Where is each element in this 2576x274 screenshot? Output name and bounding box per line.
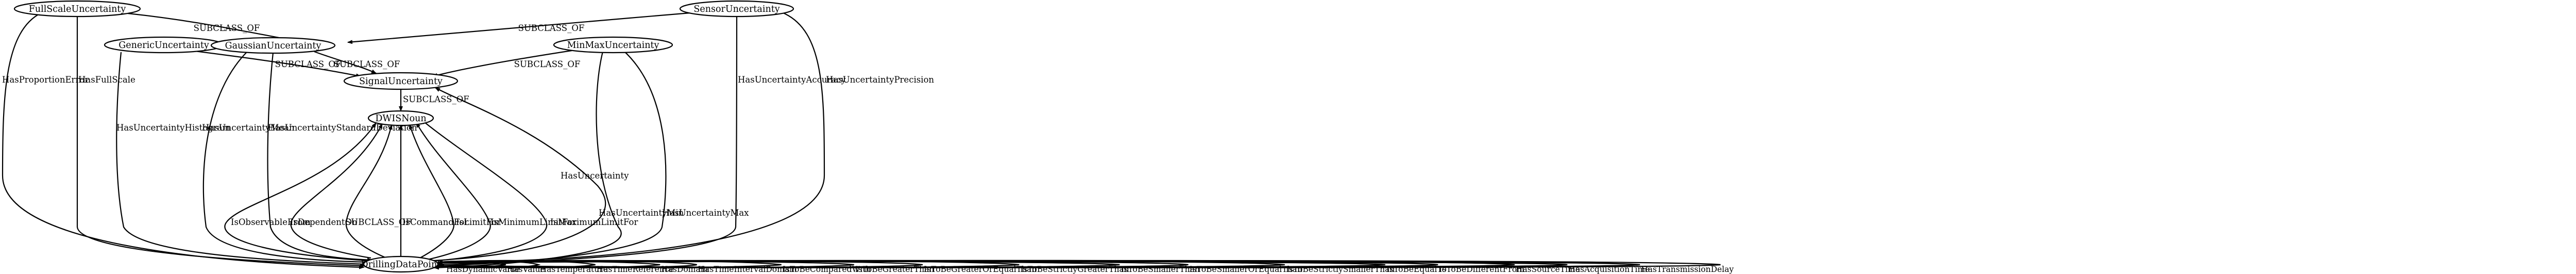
edge-label-gau-sig: SUBCLASS_OF: [334, 59, 400, 69]
edge-label-sen-acc: HasUncertaintyAccuracy: [738, 75, 846, 85]
self-loop-label: HasTemperature: [540, 265, 608, 274]
edge-label-fsu-full: HasFullScale: [78, 75, 135, 85]
edge-label-gen-ddp: HasUncertaintyHistogram: [116, 123, 230, 133]
edge-label-ddp-dep: IsDependentOn: [290, 217, 358, 227]
self-loop-label: IsToBeEqualTo: [1386, 265, 1447, 274]
edge-label-ddp-minl: IsMinimumLimitFor: [490, 217, 577, 227]
self-loop-label: IsToBeSmallerOrEqualThan: [1190, 265, 1302, 274]
edge-label-mm-max: HasUncertaintyMax: [662, 208, 749, 218]
self-loop-label: HasAcquisitionTime: [1568, 265, 1650, 274]
edge-label-fsu-gau: SUBCLASS_OF: [194, 23, 260, 33]
edge-label-sen-prec: HasUncertaintyPrecision: [826, 75, 934, 85]
node-gaussian-uncertainty[interactable]: GaussianUncertainty: [210, 37, 336, 54]
edge-label-mm-min: HasUncertaintyMin: [599, 208, 684, 218]
edge-label-ddp-maxl: IsMaximumLimitFor: [550, 217, 638, 227]
edge-ddp-limit-for: [409, 124, 454, 259]
self-loop-label: IsToBeGreaterOrEqualThan: [924, 265, 1037, 274]
edge-minmax-min: [434, 51, 622, 270]
edge-label-fsu-prop: HasProportionError: [2, 75, 89, 85]
self-loop-edge: [437, 260, 1721, 268]
node-label: MinMaxUncertainty: [567, 40, 659, 51]
node-label: SensorUncertainty: [693, 4, 779, 14]
node-label: FullScaleUncertainty: [29, 4, 126, 14]
self-loop-label: HasTimeReference: [597, 265, 674, 274]
self-loop-label: IsToBeStrictlySmallerThan: [1286, 265, 1395, 274]
self-loop-label: IsToBeComparedWith: [783, 265, 871, 274]
self-loop-label: IsToBeSmallerThan: [1121, 265, 1200, 274]
node-sensor-uncertainty[interactable]: SensorUncertainty: [679, 0, 794, 18]
edge-sensor-to-gaussian: [347, 11, 697, 44]
edge-ddp-observable-from: [224, 122, 377, 262]
edge-gaussian-stddev: [267, 52, 372, 262]
edge-ddp-dependent-on: [290, 123, 383, 259]
edge-minmax-to-signal: [432, 50, 572, 77]
edge-label-ddp-cmd: IsCommandFor: [402, 217, 468, 227]
edge-generic-histogram: [116, 52, 367, 266]
edge-label-ddp-lim: IsLimitFor: [456, 217, 501, 227]
node-label: GaussianUncertainty: [225, 41, 321, 51]
edge-ddp-maximum-limit-for: [421, 119, 548, 262]
node-label: GenericUncertainty: [118, 40, 209, 51]
node-label: SignalUncertainty: [359, 76, 443, 87]
edge-fullscale-full-scale: [76, 15, 365, 268]
self-loop-label: IsToBeDifferentFrom: [1439, 265, 1524, 274]
self-loop-arrowhead: [438, 264, 444, 268]
self-loop-label: HasDynamicValue: [446, 265, 520, 274]
node-label: DrillingDataPoint: [361, 260, 441, 270]
nodes: FullScaleUncertainty SensorUncertainty G…: [13, 0, 794, 273]
edge-gaussian-to-signal: [314, 51, 377, 74]
edge-label-sen-gau: SUBCLASS_OF: [518, 23, 585, 33]
self-loop-label: IsToBeGreaterThan: [855, 265, 935, 274]
self-loop-label: HasDomain: [661, 265, 708, 274]
node-signal-uncertainty[interactable]: SignalUncertainty: [343, 72, 459, 90]
self-loop-lines: [437, 260, 1721, 268]
node-generic-uncertainty[interactable]: GenericUncertainty: [104, 36, 224, 54]
edge-label-gau-mean: HasUncertaintyMean: [202, 123, 295, 133]
edge-label-mm-sig: SUBCLASS_OF: [514, 59, 581, 69]
edge-minmax-max: [435, 50, 667, 268]
self-loop-label: HasTimeIntervalDomain: [698, 265, 797, 274]
node-min-max-uncertainty[interactable]: MinMaxUncertainty: [553, 36, 673, 54]
edge-ddp-subclass-of-dwis: [345, 124, 393, 259]
edge-ddp-has-uncertainty: [433, 87, 606, 262]
edge-sensor-precision: [437, 12, 825, 264]
edge-generic-to-signal: [190, 50, 361, 78]
edge-ddp-minimum-limit-for: [416, 122, 491, 261]
node-drilling-data-point[interactable]: DrillingDataPoint: [361, 255, 441, 273]
node-dwis-noun[interactable]: DWISNoun: [367, 110, 434, 126]
edge-label-ddp-sub: SUBCLASS_OF: [345, 217, 412, 227]
edge-label-gen-sig: SUBCLASS_OF: [275, 59, 342, 69]
edge-label-ddp-sig: HasUncertainty: [561, 171, 629, 181]
self-loop-labels: HasDynamicValueHasValueHasTemperatureHas…: [446, 265, 1734, 274]
edge-fullscale-proportion-error: [2, 12, 364, 269]
self-loop-label: HasTransmissionDelay: [1641, 265, 1734, 274]
self-loop-label: HasValue: [507, 265, 545, 274]
node-label: DWISNoun: [375, 114, 426, 124]
edge-gaussian-mean: [202, 51, 369, 264]
self-loop-label: HasSourceTime: [1516, 265, 1580, 274]
node-full-scale-uncertainty[interactable]: FullScaleUncertainty: [13, 0, 141, 18]
edge-label-sig-dwis: SUBCLASS_OF: [403, 94, 469, 104]
edges: SUBCLASS_OF SUBCLASS_OF SUBCLASS_OF SUBC…: [2, 11, 1734, 274]
self-loop-label: IsToBeStrictlyGreaterThan: [1020, 265, 1129, 274]
